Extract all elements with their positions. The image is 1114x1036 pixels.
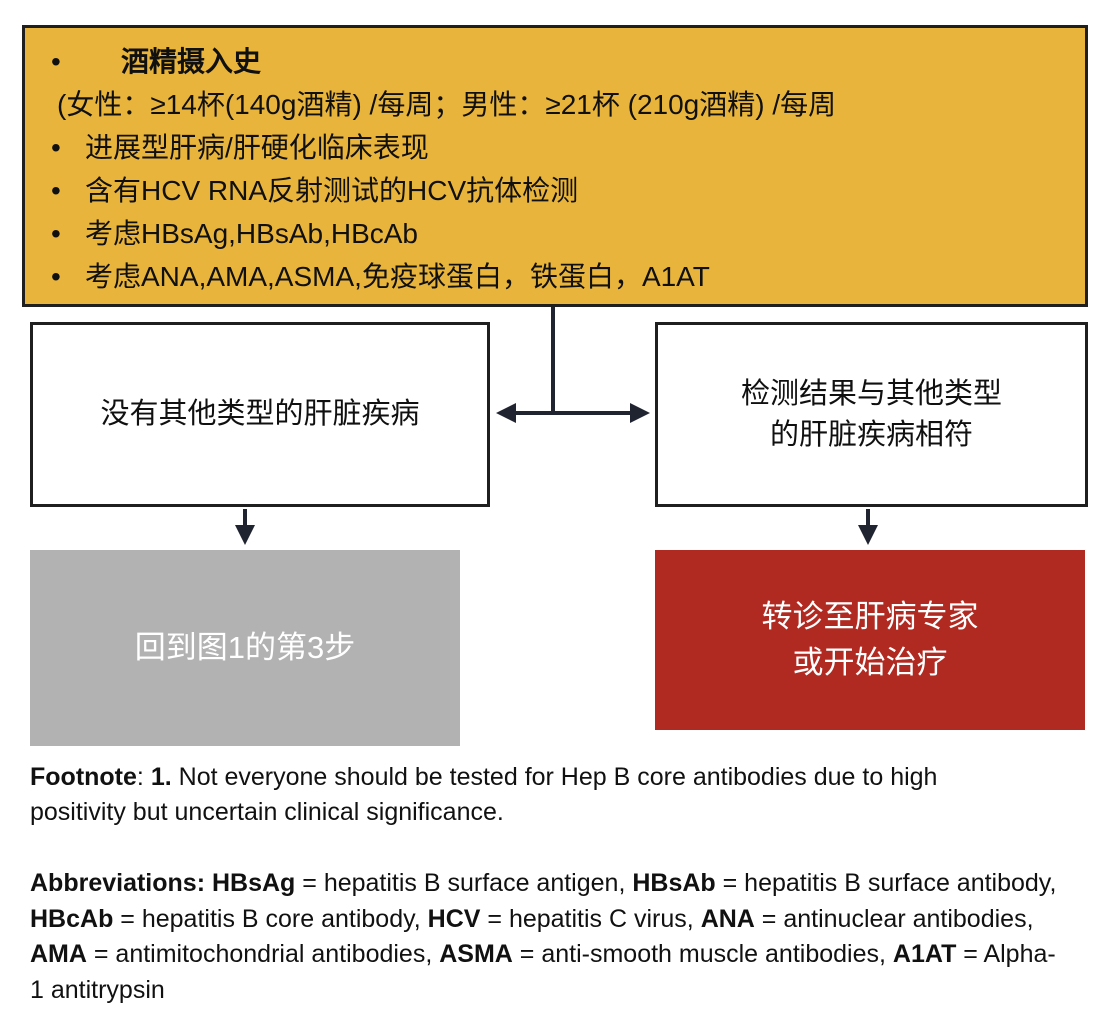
text-segment: = hepatitis B surface antigen, <box>295 869 633 897</box>
criteria-item-text: 含有HCV RNA反射测试的HCV抗体检测 <box>85 175 579 206</box>
refer-or-treat-box: 转诊至肝病专家 或开始治疗 <box>655 550 1085 730</box>
footnote-text: Footnote: 1. Not everyone should be test… <box>30 760 1040 830</box>
criteria-item: • 进展型肝病/肝硬化临床表现 <box>45 126 1069 169</box>
text-segment: = hepatitis C virus, <box>480 904 701 933</box>
text-segment: = Alpha-1 antitrypsin <box>30 940 1056 1004</box>
text-segment: AMA <box>30 940 87 968</box>
text-segment: = antinuclear antibodies, <box>754 904 1034 933</box>
criteria-item: • 含有HCV RNA反射测试的HCV抗体检测 <box>45 169 1069 212</box>
box-label: 没有其他类型的肝脏疾病 <box>100 398 420 431</box>
box-label-line1: 检测结果与其他类型 <box>740 377 1002 410</box>
criteria-item-text: 考虑ANA,AMA,ASMA,免疫球蛋白，铁蛋白，A1AT <box>85 261 710 292</box>
box-label-line2: 的肝脏疾病相符 <box>769 418 973 451</box>
box-label: 回到图1的第3步 <box>134 629 356 665</box>
other-disease-consistent-box: 检测结果与其他类型 的肝脏疾病相符 <box>655 322 1088 507</box>
text-segment: = hepatitis B core antibody, <box>113 904 428 933</box>
criteria-item-text: 考虑HBsAg,HBsAb,HBcAb <box>85 218 418 249</box>
text-segment: = anti-smooth muscle antibodies, <box>512 940 893 968</box>
bullet-marker: • <box>51 218 61 249</box>
criteria-item-text: 酒精摄入史 <box>121 46 262 77</box>
abbreviations-text: Abbreviations: HBsAg = hepatitis B surfa… <box>30 866 1060 1008</box>
bullet-marker: • <box>51 261 61 292</box>
text-segment: = antimitochondrial antibodies, <box>86 940 440 968</box>
text-segment: A1AT <box>892 940 957 968</box>
bullet-marker: • <box>51 46 61 77</box>
text-segment: Abbreviations: <box>30 869 212 897</box>
return-to-figure1-step3-box: 回到图1的第3步 <box>30 550 460 746</box>
text-segment: HBsAg <box>211 869 296 897</box>
no-other-liver-disease-box: 没有其他类型的肝脏疾病 <box>30 322 490 507</box>
text-segment: ANA <box>700 904 755 933</box>
criteria-item: • 酒精摄入史 <box>45 40 1069 83</box>
box-label-line2: 或开始治疗 <box>792 645 948 680</box>
box-label-line1: 转诊至肝病专家 <box>761 598 979 634</box>
text-segment: Footnote <box>30 763 137 791</box>
criteria-item-text: (女性：≥14杯(140g酒精) /每周；男性：≥21杯 (210g酒精) /每… <box>57 89 837 120</box>
text-segment: HCV <box>427 904 481 933</box>
text-segment: = hepatitis B surface antibody, <box>715 869 1057 897</box>
criteria-box: • 酒精摄入史 (女性：≥14杯(140g酒精) /每周；男性：≥21杯 (21… <box>22 25 1088 307</box>
criteria-item: • 考虑HBsAg,HBsAb,HBcAb <box>45 212 1069 255</box>
text-segment: Not everyone should be tested for Hep B … <box>30 763 938 826</box>
bullet-marker: • <box>51 132 61 163</box>
text-segment: 1. <box>150 763 172 791</box>
text-segment: : <box>136 763 151 791</box>
text-segment: HBcAb <box>30 904 114 933</box>
criteria-item-text: 进展型肝病/肝硬化临床表现 <box>85 132 429 163</box>
text-segment: ASMA <box>439 940 513 968</box>
bullet-marker: • <box>51 175 61 206</box>
criteria-item: • 考虑ANA,AMA,ASMA,免疫球蛋白，铁蛋白，A1AT <box>45 255 1069 298</box>
criteria-item-continuation: (女性：≥14杯(140g酒精) /每周；男性：≥21杯 (210g酒精) /每… <box>45 83 1069 126</box>
text-segment: HBsAb <box>632 869 716 897</box>
